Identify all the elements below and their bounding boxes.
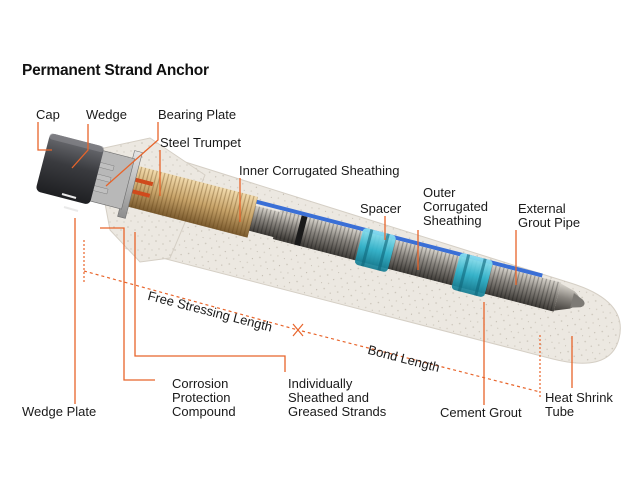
label-heat-shrink-tube: Heat Shrink Tube <box>545 390 613 419</box>
label-steel-trumpet: Steel Trumpet <box>160 135 241 150</box>
dimension-lines <box>83 240 541 398</box>
label-inner-corrugated-sheathing: Inner Corrugated Sheathing <box>239 163 400 178</box>
label-corrosion-protection-compound: Corrosion Protection Compound <box>172 376 236 419</box>
label-cement-grout: Cement Grout <box>440 405 522 420</box>
label-wedge-plate: Wedge Plate <box>22 404 97 419</box>
label-spacer: Spacer <box>360 201 402 216</box>
label-outer-corrugated-sheathing: Outer Corrugated Sheathing <box>423 185 489 228</box>
page-title: Permanent Strand Anchor <box>22 62 209 79</box>
label-external-grout-pipe: External Grout Pipe <box>518 201 581 230</box>
label-bearing-plate: Bearing Plate <box>158 107 237 122</box>
strand-ends <box>61 193 79 212</box>
label-cap: Cap <box>36 107 60 122</box>
leader-lines <box>37 122 573 405</box>
label-wedge: Wedge <box>86 107 127 122</box>
label-individually-sheathed-strands: Individually Sheathed and Greased Strand… <box>288 376 387 419</box>
